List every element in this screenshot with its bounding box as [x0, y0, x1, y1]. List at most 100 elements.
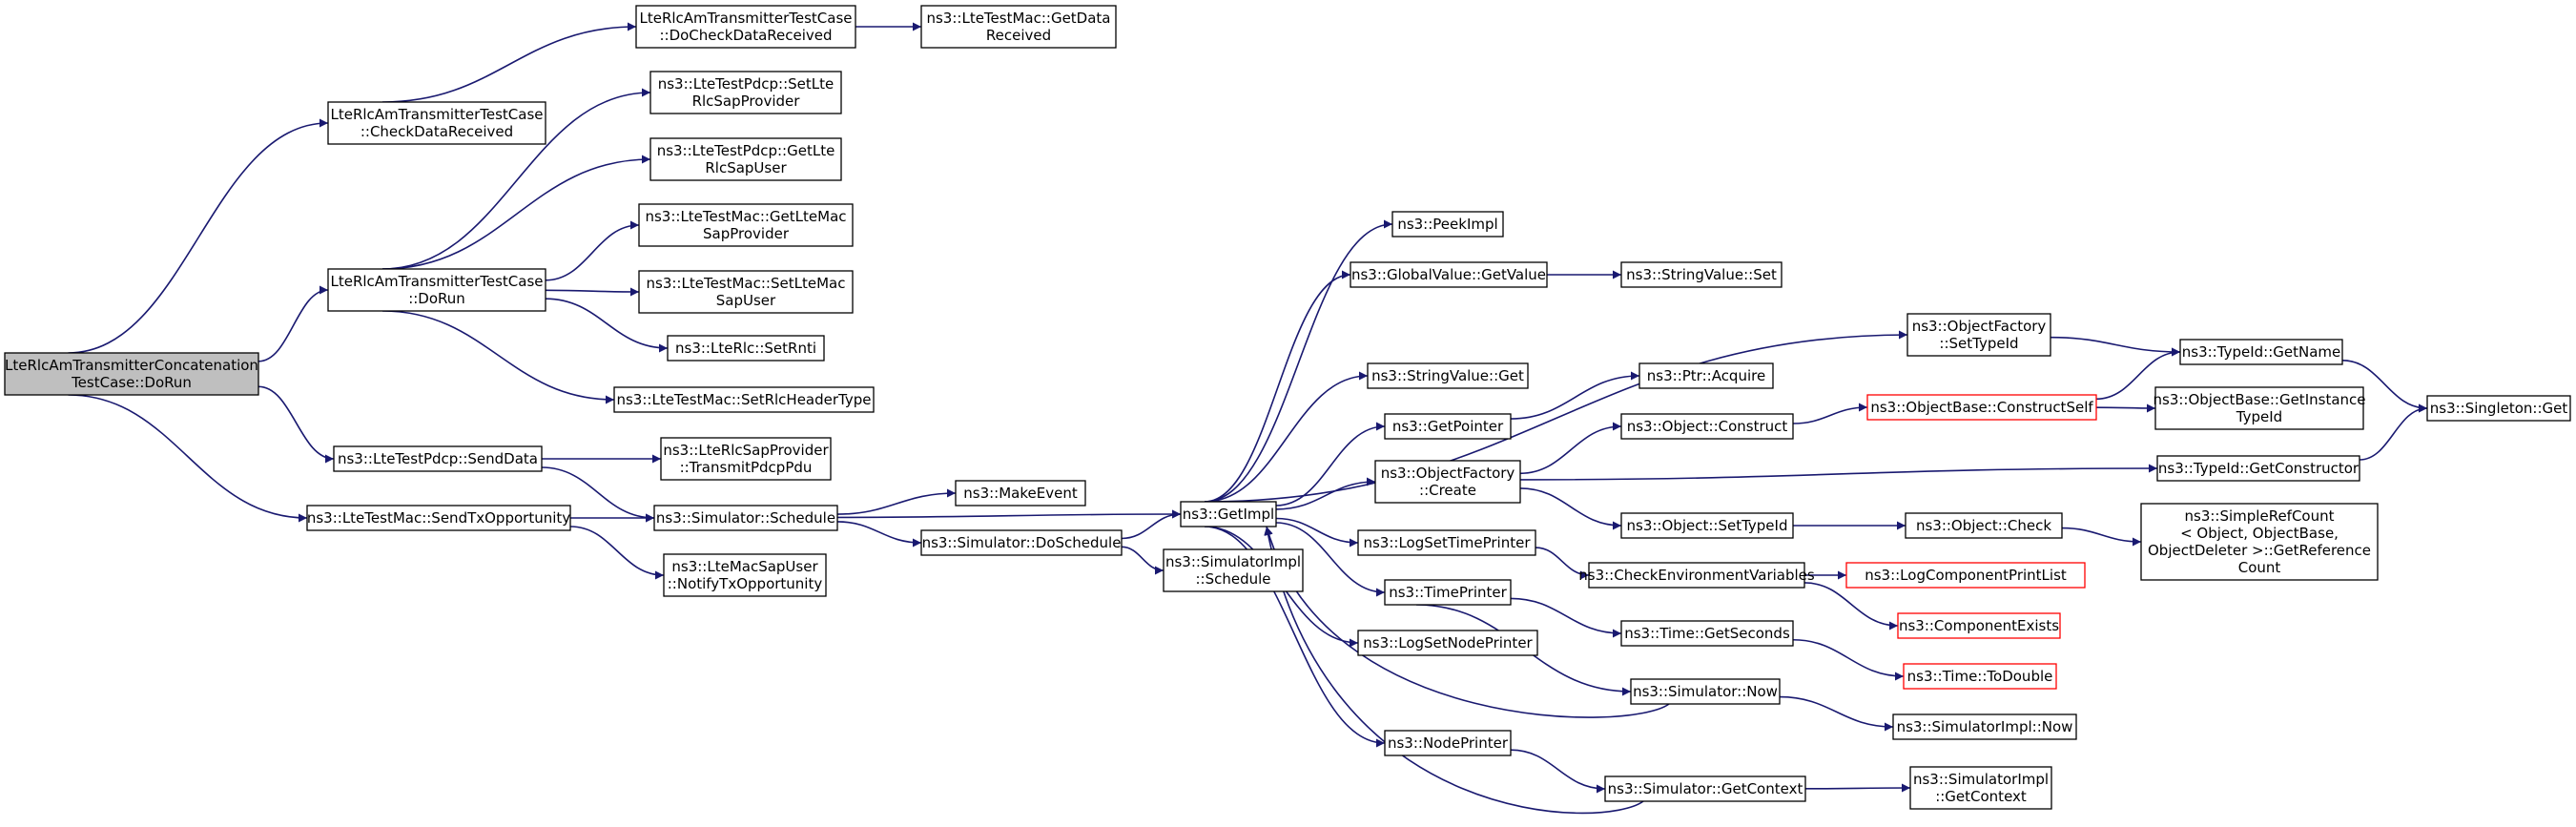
node-getSeconds[interactable]: ns3::Time::GetSeconds: [1620, 620, 1794, 647]
node-simImplGetContext[interactable]: ns3::SimulatorImpl::GetContext: [1909, 766, 2052, 810]
node-simGetContext[interactable]: ns3::Simulator::GetContext: [1604, 775, 1806, 802]
node-box[interactable]: [1905, 512, 2063, 539]
node-box[interactable]: [1357, 529, 1536, 556]
node-getImpl[interactable]: ns3::GetImpl: [1180, 501, 1277, 527]
node-box[interactable]: [1866, 394, 2097, 421]
node-box[interactable]: [2426, 395, 2571, 422]
node-box[interactable]: [327, 268, 546, 312]
node-sendTxOpp[interactable]: ns3::LteTestMac::SendTxOpportunity: [306, 505, 571, 531]
node-doRun[interactable]: LteRlcAmTransmitterTestCase::DoRun: [327, 268, 546, 312]
node-box[interactable]: [1367, 362, 1529, 389]
node-svGet[interactable]: ns3::StringValue::Get: [1367, 362, 1529, 389]
node-box[interactable]: [1384, 579, 1512, 606]
node-nodePrinter[interactable]: ns3::NodePrinter: [1384, 730, 1512, 756]
node-constructSelf[interactable]: ns3::ObjectBase::ConstructSelf: [1866, 394, 2097, 421]
node-box[interactable]: [1620, 413, 1794, 440]
node-box[interactable]: [1180, 501, 1277, 527]
node-box[interactable]: [1845, 562, 2086, 589]
node-box[interactable]: [2154, 386, 2364, 430]
node-box[interactable]: [1604, 775, 1806, 802]
node-box[interactable]: [663, 553, 827, 597]
node-box[interactable]: [1350, 261, 1548, 288]
node-box[interactable]: [4, 352, 259, 396]
node-ofCreate[interactable]: ns3::ObjectFactory::Create: [1374, 460, 1521, 504]
node-box[interactable]: [333, 445, 543, 472]
node-getConstructor[interactable]: ns3::TypeId::GetConstructor: [2156, 455, 2360, 482]
node-singletonGet[interactable]: ns3::Singleton::Get: [2426, 395, 2571, 422]
node-setRlcHeader[interactable]: ns3::LteTestMac::SetRlcHeaderType: [613, 386, 875, 413]
node-box[interactable]: [920, 529, 1123, 556]
node-makeEvent[interactable]: ns3::MakeEvent: [955, 480, 1086, 507]
node-svSet[interactable]: ns3::StringValue::Set: [1620, 261, 1783, 288]
node-box[interactable]: [1620, 261, 1783, 288]
node-box[interactable]: [1903, 663, 2057, 690]
node-box[interactable]: [1620, 512, 1794, 539]
node-setRnti[interactable]: ns3::LteRlc::SetRnti: [667, 335, 825, 362]
node-gvGetValue[interactable]: ns3::GlobalValue::GetValue: [1350, 261, 1548, 288]
node-box[interactable]: [1588, 562, 1805, 589]
node-box[interactable]: [306, 505, 571, 531]
node-box[interactable]: [613, 386, 875, 413]
node-logCompPrint[interactable]: ns3::LogComponentPrintList: [1845, 562, 2086, 589]
node-box[interactable]: [1620, 620, 1794, 647]
node-simImplSchedule[interactable]: ns3::SimulatorImpl::Schedule: [1163, 548, 1304, 592]
node-notifyTx[interactable]: ns3::LteMacSapUser::NotifyTxOpportunity: [663, 553, 827, 597]
node-sendData[interactable]: ns3::LteTestPdcp::SendData: [333, 445, 543, 472]
node-box[interactable]: [653, 505, 838, 531]
node-refCount[interactable]: ns3::SimpleRefCount< Object, ObjectBase,…: [2140, 503, 2379, 581]
node-box[interactable]: [2140, 503, 2379, 581]
node-box[interactable]: [1384, 413, 1512, 440]
node-box[interactable]: [649, 71, 842, 114]
node-box[interactable]: [1638, 362, 1774, 389]
node-root[interactable]: LteRlcAmTransmitterConcatenationTestCase…: [4, 352, 259, 396]
node-schedule[interactable]: ns3::Simulator::Schedule: [653, 505, 838, 531]
node-compExists[interactable]: ns3::ComponentExists: [1897, 612, 2061, 639]
node-box[interactable]: [1391, 211, 1504, 238]
node-checkData[interactable]: LteRlcAmTransmitterTestCase::CheckDataRe…: [327, 101, 546, 145]
node-doCheckData[interactable]: LteRlcAmTransmitterTestCase::DoCheckData…: [635, 5, 856, 49]
node-box[interactable]: [1357, 630, 1538, 656]
node-box[interactable]: [1906, 313, 2051, 357]
node-ptrAcquire[interactable]: ns3::Ptr::Acquire: [1638, 362, 1774, 389]
node-simNow[interactable]: ns3::Simulator::Now: [1630, 678, 1781, 705]
node-checkEnv[interactable]: ns3::CheckEnvironmentVariables: [1578, 562, 1815, 589]
node-box[interactable]: [638, 203, 854, 247]
node-box[interactable]: [2156, 455, 2360, 482]
node-ofSetTypeId[interactable]: ns3::ObjectFactory::SetTypeId: [1906, 313, 2051, 357]
node-box[interactable]: [635, 5, 856, 49]
node-box[interactable]: [327, 101, 546, 145]
node-objCheck[interactable]: ns3::Object::Check: [1905, 512, 2063, 539]
node-box[interactable]: [2179, 339, 2343, 365]
node-timePrinter[interactable]: ns3::TimePrinter: [1384, 579, 1512, 606]
node-box[interactable]: [1897, 612, 2061, 639]
node-toDouble[interactable]: ns3::Time::ToDouble: [1903, 663, 2057, 690]
node-transmitPdcp[interactable]: ns3::LteRlcSapProvider::TransmitPdcpPdu: [660, 437, 832, 481]
node-objConstruct[interactable]: ns3::Object::Construct: [1620, 413, 1794, 440]
node-box[interactable]: [1909, 766, 2052, 810]
node-box[interactable]: [649, 137, 842, 181]
node-box[interactable]: [920, 5, 1117, 49]
node-box[interactable]: [955, 480, 1086, 507]
node-box[interactable]: [1384, 730, 1512, 756]
node-box[interactable]: [667, 335, 825, 362]
node-box[interactable]: [1163, 548, 1304, 592]
node-getPointer[interactable]: ns3::GetPointer: [1384, 413, 1512, 440]
node-box[interactable]: [660, 437, 832, 481]
node-typeIdGetName[interactable]: ns3::TypeId::GetName: [2179, 339, 2343, 365]
node-doSchedule[interactable]: ns3::Simulator::DoSchedule: [920, 529, 1123, 556]
node-logSetNode[interactable]: ns3::LogSetNodePrinter: [1357, 630, 1538, 656]
node-objSetTypeId[interactable]: ns3::Object::SetTypeId: [1620, 512, 1794, 539]
node-box[interactable]: [1892, 713, 2077, 740]
node-logSetTime[interactable]: ns3::LogSetTimePrinter: [1357, 529, 1536, 556]
node-box[interactable]: [1630, 678, 1781, 705]
node-box[interactable]: [638, 270, 854, 314]
node-simImplNow[interactable]: ns3::SimulatorImpl::Now: [1892, 713, 2077, 740]
node-peekImpl[interactable]: ns3::PeekImpl: [1391, 211, 1504, 238]
node-box[interactable]: [1374, 460, 1521, 504]
